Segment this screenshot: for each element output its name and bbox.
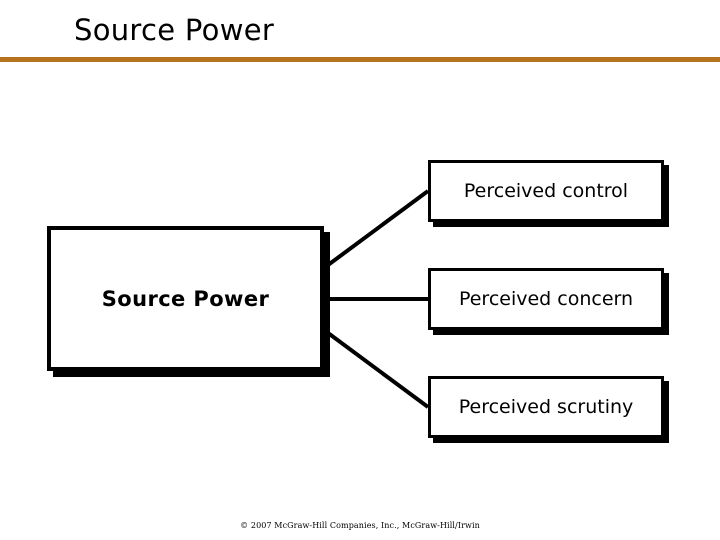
node-perceived-control[interactable]: Perceived control xyxy=(428,160,664,222)
copyright-footer: © 2007 McGraw-Hill Companies, Inc., McGr… xyxy=(240,521,480,530)
page-title: Source Power xyxy=(74,13,275,47)
node-perceived-concern[interactable]: Perceived concern xyxy=(428,268,664,330)
node-perceived-scrutiny[interactable]: Perceived scrutiny xyxy=(428,376,664,438)
node-source-power[interactable]: Source Power xyxy=(47,226,324,371)
connector-to-perceived-scrutiny xyxy=(322,328,430,409)
title-divider-rule xyxy=(0,57,720,62)
connector-to-perceived-control xyxy=(322,189,430,270)
